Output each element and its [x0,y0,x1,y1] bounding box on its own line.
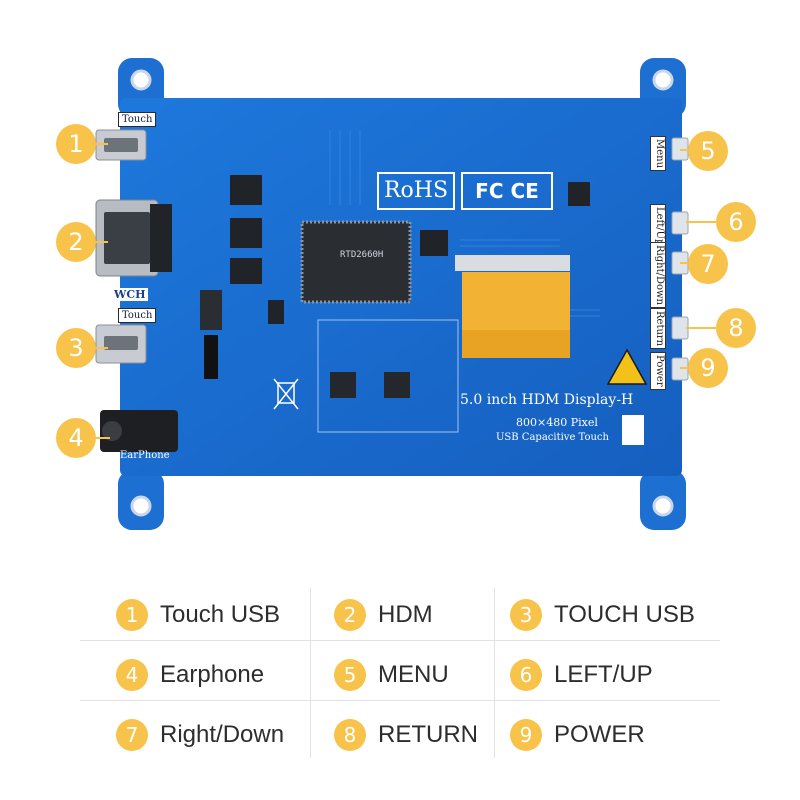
legend-label-5: MENU [378,661,449,688]
legend-label-4: Earphone [160,661,265,688]
callout-5: 5 [688,131,728,171]
legend-item-1: 1 Touch USB [116,586,280,644]
pixel-text: 800×480 Pixel [516,416,598,429]
legend-item-3: 3 TOUCH USB [510,586,695,644]
legend-label-2: HDM [378,601,433,628]
legend-num-2: 2 [334,599,366,631]
legend-label-6: LEFT/UP [554,661,653,688]
legend-item-9: 9 POWER [510,706,645,764]
menu-button-label: Menu [650,136,666,172]
legend-item-6: 6 LEFT/UP [510,646,653,704]
legend-num-6: 6 [510,659,542,691]
callout-3: 3 [56,328,96,368]
callout-7: 7 [688,244,728,284]
touch-port-label-top: Touch [118,112,157,127]
callout-1: 1 [56,124,96,164]
callout-2: 2 [56,222,96,262]
legend-item-4: 4 Earphone [116,646,264,704]
display-board-photo [95,58,689,530]
chip-marking: RTD2660H [340,250,384,260]
callout-lines [96,143,716,439]
legend-item-2: 2 HDM [334,586,433,644]
earphone-label: EarPhone [120,450,170,461]
legend-label-9: POWER [554,721,645,748]
legend-label-3: TOUCH USB [554,601,695,628]
legend-num-7: 7 [116,719,148,751]
wch-logo-text: WCH [112,288,148,301]
touch-type-text: USB Capacitive Touch [496,432,609,443]
legend-item-5: 5 MENU [334,646,449,704]
legend-num-1: 1 [116,599,148,631]
legend-num-4: 4 [116,659,148,691]
main-chip [300,220,412,304]
legend-num-3: 3 [510,599,542,631]
legend-table: 1 Touch USB 2 HDM 3 TOUCH USB 4 Earphone… [0,580,800,780]
callout-8: 8 [716,308,756,348]
touch-port-label-bottom: Touch [118,308,157,323]
callout-4: 4 [56,418,96,458]
right-down-button-label: Right/Down [650,242,666,308]
legend-num-9: 9 [510,719,542,751]
legend-label-7: Right/Down [160,721,285,748]
rohs-mark: RoHS [377,172,455,210]
legend-num-8: 8 [334,719,366,751]
legend-label-1: Touch USB [160,601,281,628]
callout-6: 6 [716,202,756,242]
legend-item-7: 7 Right/Down [116,706,284,764]
legend-item-8: 8 RETURN [334,706,478,764]
callout-9: 9 [688,348,728,388]
model-text: 5.0 inch HDM Display-H [460,392,634,408]
return-button-label: Return [650,308,666,350]
legend-label-8: RETURN [378,721,478,748]
legend-num-5: 5 [334,659,366,691]
fcc-ce-mark: FC CE [461,172,553,210]
power-button-label: Power [650,352,666,390]
